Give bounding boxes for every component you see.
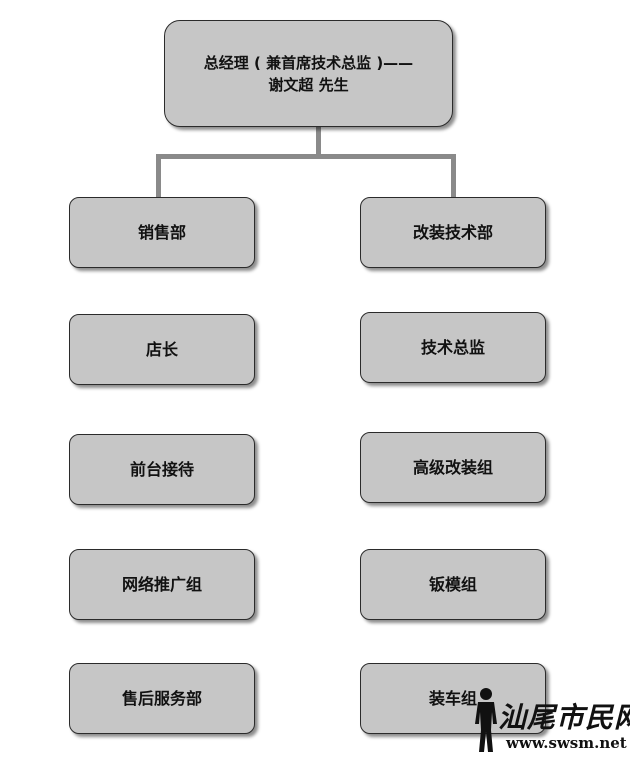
watermark-site-name: 汕尾市民网 — [498, 701, 630, 734]
node-label: 装车组 — [428, 688, 477, 708]
node-sheet-metal-group: 钣模组 — [360, 549, 546, 620]
connector-right-down — [451, 154, 456, 197]
watermark-url: www.swsm.net — [506, 734, 627, 752]
node-sales-dept: 销售部 — [69, 197, 255, 268]
node-modification-tech-dept: 改装技术部 — [360, 197, 546, 268]
node-label: 店长 — [145, 339, 178, 359]
node-installation-group: 装车组 — [360, 663, 546, 734]
node-after-sales: 售后服务部 — [69, 663, 255, 734]
node-store-manager: 店长 — [69, 314, 255, 385]
connector-horizontal — [156, 154, 456, 159]
node-label: 技术总监 — [420, 337, 485, 357]
node-label: 高级改装组 — [412, 457, 493, 477]
connector-root-down — [316, 127, 321, 158]
node-label: 前台接待 — [129, 459, 194, 479]
connector-left-down — [156, 154, 161, 197]
node-label: 网络推广组 — [121, 574, 202, 594]
watermark: 汕尾市民网 www.swsm.net — [470, 686, 630, 756]
person-silhouette-icon — [475, 688, 497, 752]
node-online-promotion: 网络推广组 — [69, 549, 255, 620]
node-label: 售后服务部 — [121, 688, 202, 708]
node-front-desk: 前台接待 — [69, 434, 255, 505]
node-senior-modification-group: 高级改装组 — [360, 432, 546, 503]
root-node-general-manager: 总经理 ( 兼首席技术总监 )—— 谢文超 先生 — [164, 20, 453, 127]
node-label: 钣模组 — [428, 574, 477, 594]
node-technical-director: 技术总监 — [360, 312, 546, 383]
root-title-line1: 总经理 ( 兼首席技术总监 )—— — [203, 53, 414, 72]
node-label: 改装技术部 — [412, 222, 493, 242]
node-label: 销售部 — [137, 222, 186, 242]
root-title-line2: 谢文超 先生 — [268, 75, 349, 94]
